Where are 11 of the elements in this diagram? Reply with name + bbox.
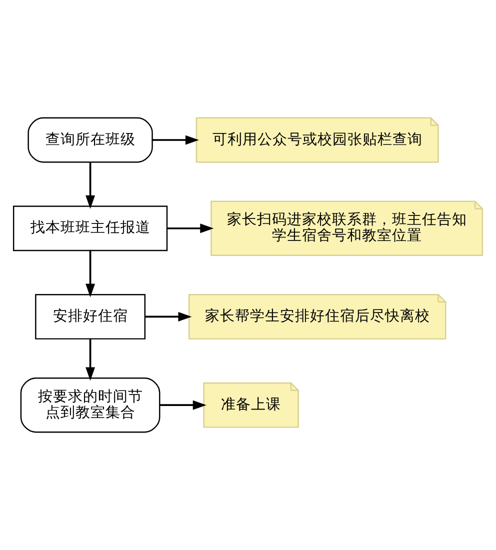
arrow [167, 224, 214, 234]
node-box: 找本班班主任报道 [12, 206, 168, 252]
arrow [145, 312, 192, 322]
arrow [86, 250, 96, 298]
node-box: 安排好住宿 [35, 294, 146, 340]
arrow [86, 162, 96, 209]
node-box: 按要求的时间节点到教室集合 [20, 377, 160, 433]
arrow [86, 339, 96, 381]
node-box: 查询所在班级 [28, 117, 153, 163]
arrow [160, 400, 206, 410]
arrow [152, 135, 199, 145]
